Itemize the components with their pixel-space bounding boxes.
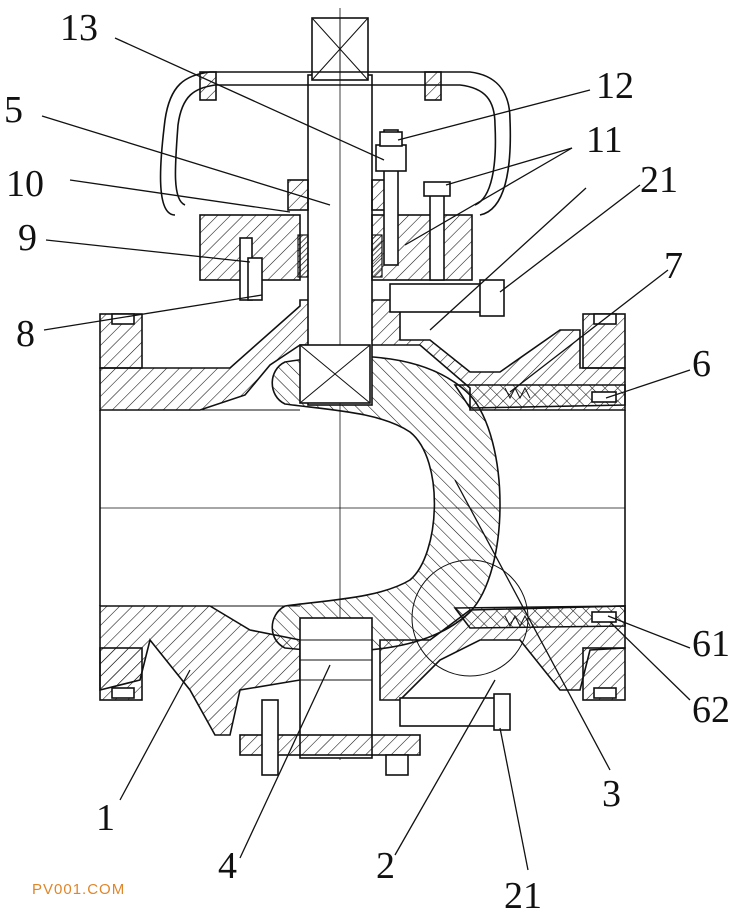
- callout-61: 61: [692, 623, 730, 665]
- callout-12: 12: [596, 65, 634, 107]
- callout-6: 6: [692, 343, 711, 385]
- callout-11: 11: [586, 119, 623, 161]
- callout-5: 5: [4, 89, 23, 131]
- callout-21-top: 21: [640, 159, 678, 201]
- callout-9: 9: [18, 217, 37, 259]
- callout-10: 10: [6, 163, 44, 205]
- callout-1: 1: [96, 797, 115, 839]
- callout-21-bottom: 21: [504, 875, 542, 916]
- bottom-trunnion: [239, 617, 421, 776]
- valve-body: [99, 299, 626, 736]
- callout-4: 4: [218, 845, 237, 887]
- stem: [299, 8, 373, 760]
- callout-13: 13: [60, 7, 98, 49]
- gland-assembly: [199, 129, 473, 301]
- callout-labels: 13 5 10 9 8 12 11 21 7 6 61 62 1 3 4 2 2…: [4, 7, 730, 916]
- leader-lines: [41, 37, 691, 871]
- seat-rings: [453, 384, 626, 629]
- bolts-21: [389, 279, 511, 731]
- callout-62: 62: [692, 689, 730, 731]
- callout-2: 2: [376, 845, 395, 887]
- watermark-text: PV001.COM: [32, 881, 125, 898]
- detail-circle: [411, 559, 529, 677]
- callout-3: 3: [602, 773, 621, 815]
- callout-7: 7: [664, 245, 683, 287]
- callout-8: 8: [16, 313, 35, 355]
